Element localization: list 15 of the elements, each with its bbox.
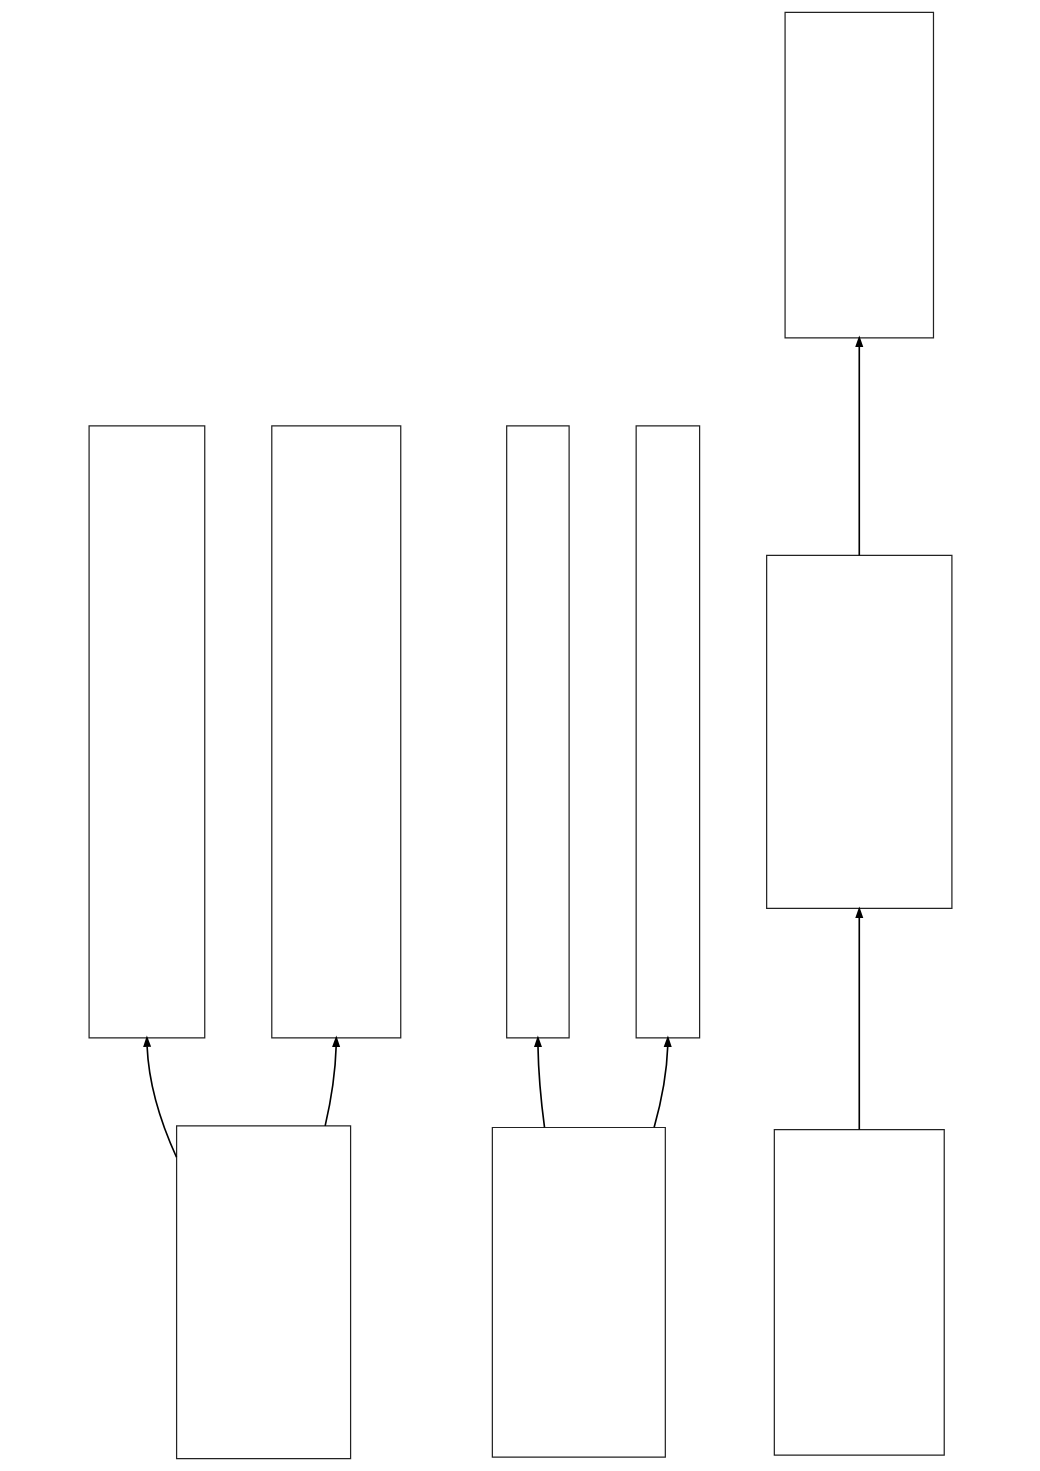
node-box: [505, 425, 570, 1039]
node-box: [270, 425, 401, 1039]
node-box: [635, 425, 700, 1039]
node-box: [175, 1125, 351, 1460]
arrow: [652, 1035, 672, 1128]
arrow: [854, 906, 863, 1131]
arrow: [142, 1035, 177, 1159]
node-box: [87, 425, 205, 1039]
node-box: [765, 554, 953, 910]
arrow: [323, 1035, 340, 1127]
arrow: [854, 335, 863, 557]
arrow: [533, 1035, 545, 1129]
node-box: [783, 11, 934, 339]
node-box: [773, 1128, 945, 1456]
node-box: [491, 1126, 666, 1458]
